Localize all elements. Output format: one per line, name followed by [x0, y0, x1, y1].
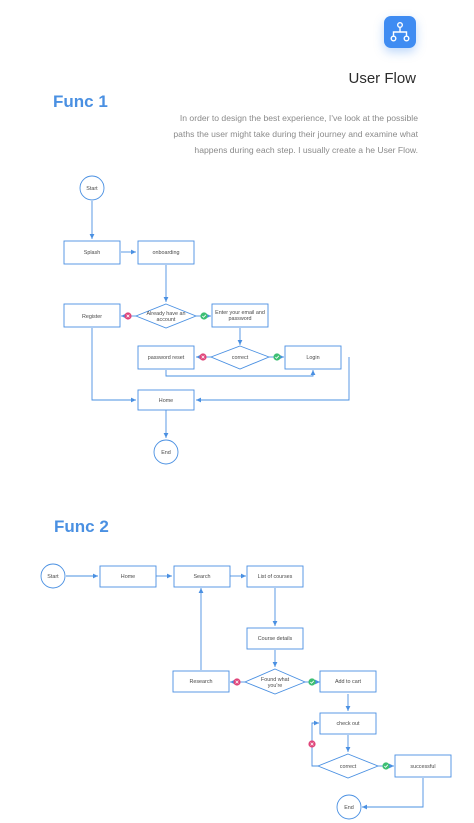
f2-label-check-out: check out [336, 721, 360, 727]
f1-label-end: End [161, 450, 171, 456]
f1-node-onboarding [137, 240, 195, 265]
f1-label-already-line2: account [157, 317, 176, 323]
f2-no-badge-checkout [308, 740, 316, 748]
f2-label-course-details: Course details [258, 636, 293, 642]
f1-label-enter-line1: Enter your email and [215, 310, 265, 316]
f1-node-login [284, 345, 342, 370]
f1-edge-reset-login [165, 370, 316, 377]
func2-heading: Func 2 [54, 517, 109, 536]
f2-label-end: End [344, 805, 354, 811]
f1-edge-login-home [196, 357, 350, 403]
f1-no-badge-register [124, 312, 132, 320]
f2-label-add-to-cart: Add to cart [335, 679, 362, 685]
f2-node-successful [394, 754, 452, 778]
f2-node-search [173, 565, 231, 588]
f2-node-list-of-courses [246, 565, 304, 588]
f1-yes-badge-enter [200, 312, 208, 320]
f1-node-home [137, 389, 195, 411]
f1-label-splash: Splash [84, 250, 100, 256]
f2-label-search: Search [193, 574, 210, 580]
f1-yes-badge-login [273, 353, 281, 361]
f2-label-found-line2: you're [268, 683, 283, 689]
f2-node-check-out [319, 712, 377, 735]
f1-label-password-reset: password reset [148, 355, 185, 361]
f2-node-start [40, 563, 66, 589]
f2-node-found-what-youre [243, 668, 307, 695]
f1-label-enter-line2: password [228, 316, 251, 322]
f1-node-enter-email-password [211, 303, 269, 328]
f2-no-badge-research [233, 678, 241, 686]
f2-node-end [336, 794, 362, 820]
f2-node-correct [316, 753, 380, 779]
f1-node-start [79, 175, 105, 201]
func1-diagram: Start Splash onboarding Register Already… [63, 175, 350, 465]
f1-node-splash [63, 240, 121, 265]
f2-label-found-line1: Found what [261, 677, 290, 683]
f2-label-home: Home [121, 574, 135, 580]
f2-label-list-of-courses: List of courses [258, 574, 293, 580]
f1-node-password-reset [137, 345, 195, 370]
app-icon [384, 16, 416, 48]
f1-label-login: Login [306, 355, 319, 361]
f1-label-home: Home [159, 398, 173, 404]
f2-label-start: Start [47, 574, 59, 580]
f1-label-start: Start [86, 186, 98, 192]
sitemap-icon [390, 21, 410, 42]
f2-node-research [172, 670, 230, 693]
f1-node-already-have-account [134, 303, 198, 329]
f2-label-correct: correct [340, 764, 357, 770]
f2-yes-badge-successful [382, 762, 390, 770]
f2-node-course-details [246, 627, 304, 650]
f1-label-register: Register [82, 314, 102, 320]
f1-label-onboarding: onboarding [153, 250, 180, 256]
f2-yes-badge-cart [308, 678, 316, 686]
f1-label-correct: correct [232, 355, 249, 361]
f2-node-add-to-cart [319, 670, 377, 693]
f1-edge-register-home [91, 328, 136, 403]
page-title: User Flow [348, 70, 416, 87]
f2-edge-successful-end [362, 778, 424, 810]
f2-node-home [99, 565, 157, 588]
func1-heading: Func 1 [53, 92, 108, 111]
f1-node-correct [209, 345, 271, 370]
f2-label-research: Research [189, 679, 212, 685]
f1-label-already-line1: Already have an [147, 311, 186, 317]
intro-paragraph: In order to design the best experience, … [173, 113, 418, 155]
f1-no-badge-reset [199, 353, 207, 361]
f1-node-end [153, 439, 179, 465]
func2-diagram: Start Home Search List of courses Course… [40, 563, 452, 820]
f1-node-register [63, 303, 121, 328]
f2-label-successful: successful [410, 764, 435, 770]
